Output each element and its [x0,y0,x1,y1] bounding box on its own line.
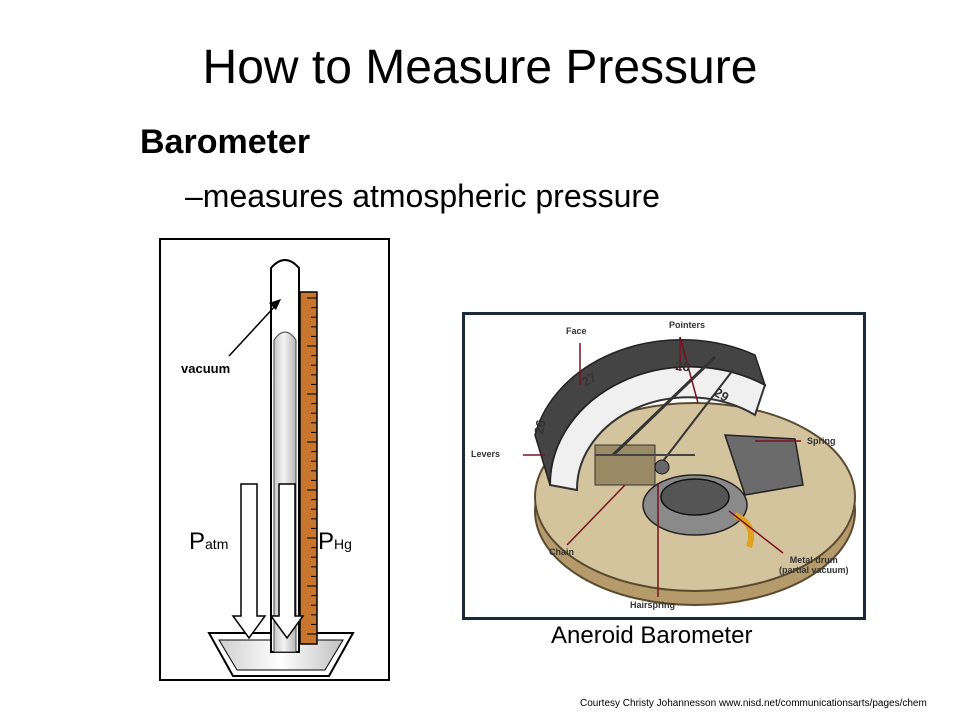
vacuum-label: vacuum [181,361,231,376]
credit-text: Courtesy Christy Johannesson www.nisd.ne… [580,698,927,709]
measurement-scale [299,291,318,645]
pointer-short [659,369,734,466]
p-atm-arrow [231,483,267,640]
pointers-label: Pointers [669,320,706,330]
slide-title: How to Measure Pressure [202,41,758,94]
dial-number: 29 [712,385,732,405]
p-atm-label: Patm [189,528,229,555]
mercury-barometer-diagram: vacuum Patm PHg [159,238,390,681]
hairspring-label: Hairspring [630,600,676,610]
drum-center [660,478,730,516]
callout-lines [523,336,801,597]
dial-number: 28 [675,358,691,374]
brass-strip [733,512,755,549]
aneroid-barometer-diagram: 26 27 28 29 Face Pointers Spring Levers … [462,312,866,620]
pointer-long [611,355,717,457]
dial-numbers: 26 27 28 29 [531,358,731,435]
dial-rim [534,339,767,486]
metal-drum-label: Metal drum (partial vacuum) [779,555,849,575]
spring-housing [723,434,804,496]
dial-number: 26 [531,419,548,436]
levers-label: Levers [471,449,501,459]
face-label: Face [566,326,587,336]
aneroid-barometer-drawing: 26 27 28 29 [523,336,856,606]
slide-subtitle: Barometer [140,123,311,161]
p-hg-label: PHg [318,528,352,555]
scale-ticks [307,297,317,635]
p-hg-arrow [269,483,305,640]
dial-number: 27 [579,369,599,389]
mercury-barometer-drawing [207,259,355,677]
lever-plate [594,444,656,486]
aneroid-caption: Aneroid Barometer [551,622,753,649]
slide-bullet: –measures atmospheric pressure [185,178,660,214]
spring-label: Spring [807,436,836,446]
chain-label: Chain [549,547,575,557]
pointer-hub [654,459,670,475]
vacuum-arrow [228,303,278,357]
vacuum-arrowhead [269,299,281,310]
